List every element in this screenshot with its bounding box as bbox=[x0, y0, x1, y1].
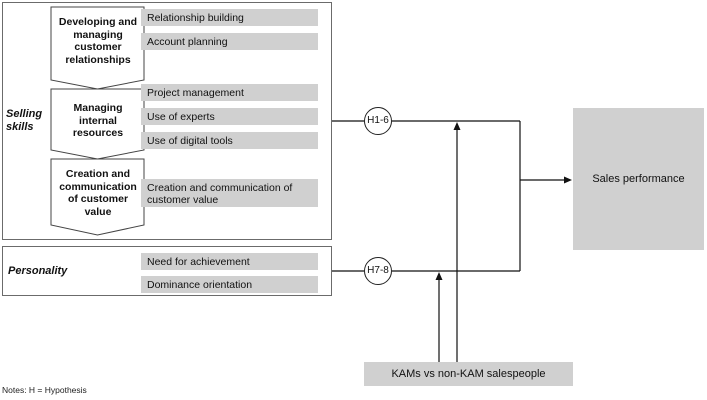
group-1-line-4: relationships bbox=[65, 53, 131, 66]
skill-creation-communication: Creation and communication of customer v… bbox=[141, 179, 318, 207]
selling-skills-label-line1: Selling bbox=[6, 108, 43, 120]
chevron-1 bbox=[50, 6, 145, 90]
group-label-customer-value: Creation and communication of customer v… bbox=[52, 168, 144, 218]
arrowhead-moderator-lower bbox=[435, 272, 443, 280]
group-3-line-4: value bbox=[84, 205, 112, 218]
group-label-relationships: Developing and managing customer relatio… bbox=[52, 16, 144, 66]
group-3-line-3: of customer bbox=[67, 193, 129, 205]
chevron-3 bbox=[50, 158, 145, 236]
selling-skills-label: Selling skills bbox=[6, 108, 42, 134]
skill-account-planning: Account planning bbox=[141, 33, 318, 50]
group-3-line-2: communication bbox=[59, 180, 137, 193]
chevron-2 bbox=[50, 88, 145, 160]
sales-performance-label: Sales performance bbox=[592, 173, 685, 185]
skill-use-of-digital-tools: Use of digital tools bbox=[141, 132, 318, 149]
moderator-label: KAMs vs non-KAM salespeople bbox=[391, 368, 546, 380]
group-1-line-2: managing bbox=[73, 28, 123, 41]
group-label-internal-resources: Managing internal resources bbox=[52, 102, 144, 140]
group-2-line-2: internal bbox=[79, 114, 117, 127]
trait-dominance-orientation: Dominance orientation bbox=[141, 276, 318, 293]
group-1-line-3: customer bbox=[74, 41, 122, 53]
skill-relationship-building: Relationship building bbox=[141, 9, 318, 26]
moderator-box: KAMs vs non-KAM salespeople bbox=[364, 362, 573, 386]
sales-performance-box: Sales performance bbox=[573, 108, 704, 250]
selling-skills-label-line2: skills bbox=[6, 121, 34, 133]
hypothesis-h1-6: H1-6 bbox=[364, 107, 392, 135]
trait-need-for-achievement: Need for achievement bbox=[141, 253, 318, 270]
arrowhead-outcome bbox=[564, 176, 572, 184]
group-2-line-3: resources bbox=[72, 127, 124, 139]
skill-project-management: Project management bbox=[141, 84, 318, 101]
arrowhead-moderator-upper bbox=[453, 122, 461, 130]
notes: Notes: H = Hypothesis bbox=[2, 385, 87, 395]
group-2-line-1: Managing bbox=[73, 102, 123, 114]
personality-label: Personality bbox=[8, 265, 68, 277]
group-1-line-1: Developing and bbox=[58, 16, 138, 28]
hypothesis-h7-8: H7-8 bbox=[364, 257, 392, 285]
skill-use-of-experts: Use of experts bbox=[141, 108, 318, 125]
group-3-line-1: Creation and bbox=[65, 168, 131, 180]
